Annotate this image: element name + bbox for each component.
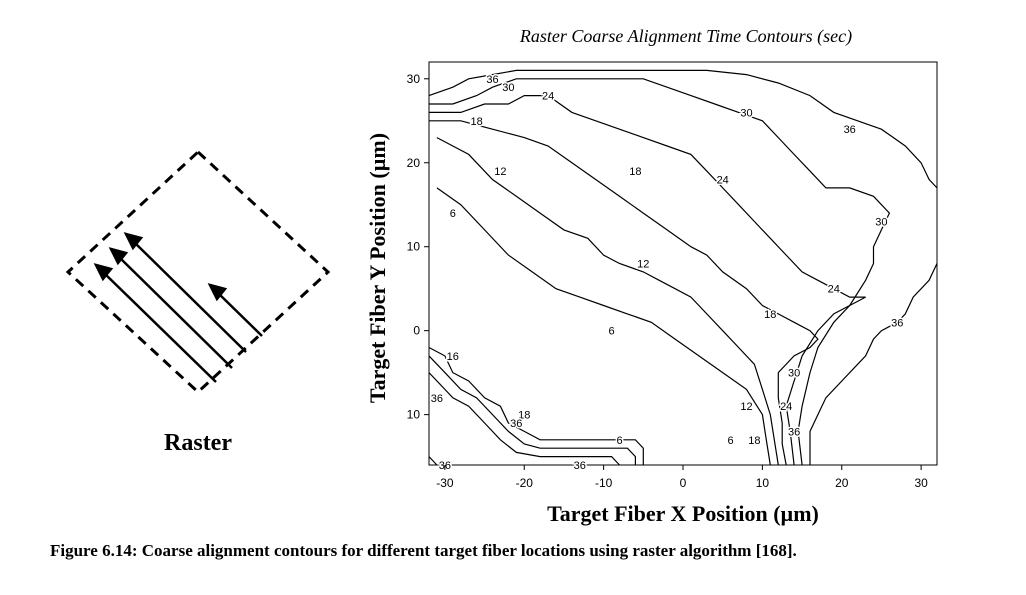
y-tick-label: 20 [407, 156, 421, 170]
contour-label: 18 [748, 435, 760, 447]
x-tick-label: 0 [680, 476, 687, 490]
scan-arrowhead [207, 283, 228, 302]
raster-diagram: Raster [65, 149, 331, 456]
x-axis-ticks: -30 -20 -10 0 10 20 30 [436, 465, 928, 490]
raster-label: Raster [164, 430, 232, 456]
contour-line-6 [436, 187, 771, 466]
contour-line-18 [429, 120, 819, 466]
y-axis-label: Target Fiber Y Position (µm) [365, 133, 390, 403]
contour-label: 18 [629, 166, 641, 178]
figure-caption: Figure 6.14: Coarse alignment contours f… [50, 541, 797, 560]
x-tick-label: 20 [835, 476, 849, 490]
contour-label: 12 [494, 166, 506, 178]
contour-label: 6 [609, 326, 615, 338]
contour-label: 30 [740, 107, 752, 119]
x-tick-label: -20 [516, 476, 534, 490]
contour-line-24 [429, 94, 866, 466]
y-tick-label: 10 [407, 240, 421, 254]
x-tick-label: 10 [756, 476, 770, 490]
x-axis-label: Target Fiber X Position (µm) [547, 501, 819, 526]
contour-label: 36 [844, 124, 856, 136]
raster-scan-arrows [93, 232, 263, 383]
contour-line-36 [428, 69, 938, 189]
scan-arrowhead [108, 247, 129, 266]
contour-label: 36 [891, 317, 903, 329]
chart-title: Raster Coarse Alignment Time Contours (s… [519, 26, 852, 47]
contour-label: 36 [510, 418, 522, 430]
contour-label: 24 [780, 401, 792, 413]
contour-line-36 [428, 372, 620, 466]
x-tick-label: 30 [914, 476, 928, 490]
contour-line-6 [428, 346, 644, 465]
scan-arrow [117, 255, 233, 369]
contour-label: 6 [616, 435, 622, 447]
contour-label: 18 [470, 116, 482, 128]
scan-arrow [132, 240, 247, 353]
contour-chart: Raster Coarse Alignment Time Contours (s… [365, 26, 938, 526]
contour-label: 36 [788, 426, 800, 438]
contour-label: 36 [574, 460, 586, 472]
contour-line-36 [809, 263, 938, 465]
contour-label: 16 [447, 351, 459, 363]
contour-label: 18 [518, 410, 530, 422]
contour-lines [428, 69, 938, 466]
contour-label: 12 [637, 259, 649, 271]
contour-label: 6 [450, 208, 456, 220]
contour-label: 36 [431, 393, 443, 405]
contour-line-18 [428, 355, 637, 465]
contour-line-36 [428, 456, 438, 466]
contour-label: 36 [486, 74, 498, 86]
scan-arrowhead [123, 232, 144, 251]
contour-label: 24 [717, 175, 729, 187]
scan-arrowhead [93, 263, 114, 282]
y-tick-label: 30 [407, 72, 421, 86]
contour-line-12 [436, 137, 779, 466]
scan-arrow [102, 271, 217, 383]
y-axis-ticks: 30 20 10 0 10 [407, 72, 429, 422]
contour-label: 24 [828, 284, 840, 296]
contour-label: 12 [740, 401, 752, 413]
x-tick-label: -10 [595, 476, 613, 490]
contour-label: 6 [728, 435, 734, 447]
contour-label: 30 [875, 217, 887, 229]
y-tick-label: 0 [413, 324, 420, 338]
contour-label: 30 [788, 368, 800, 380]
contour-label: 18 [764, 309, 776, 321]
contour-line-30 [429, 78, 891, 466]
contour-label: 30 [502, 82, 514, 94]
x-tick-label: -30 [436, 476, 454, 490]
scan-arrow [216, 291, 263, 337]
contour-label: 24 [542, 91, 554, 103]
y-tick-label: 10 [407, 408, 421, 422]
